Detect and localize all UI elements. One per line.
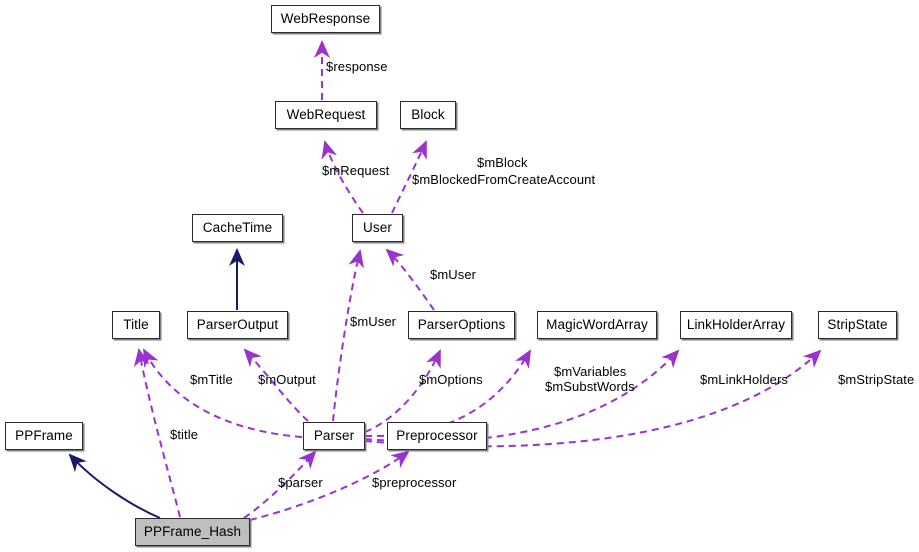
edge-label-title-attr: $title (170, 427, 199, 442)
class-node-parser[interactable]: Parser (303, 422, 365, 450)
class-node-label: Preprocessor (396, 428, 478, 444)
class-node-parseroutput[interactable]: ParserOutput (187, 311, 288, 339)
class-node-title[interactable]: Title (112, 311, 160, 339)
edge-label-response: $response (326, 59, 388, 74)
edge-label-mvariables: $mVariables (554, 364, 627, 379)
class-node-label: ParserOptions (417, 317, 506, 333)
class-node-label: StripState (827, 317, 888, 333)
edge-parser-magicwordarray (364, 349, 532, 438)
class-node-ppframe_hash[interactable]: PPFrame_Hash (135, 518, 250, 546)
class-node-linkholderarray[interactable]: LinkHolderArray (680, 311, 792, 339)
edge-label-muser-left: $mUser (350, 314, 397, 329)
class-node-label: Block (411, 107, 445, 123)
class-node-label: User (363, 220, 392, 236)
class-node-label: CacheTime (202, 220, 273, 236)
edge-label-mlinkholders: $mLinkHolders (700, 372, 789, 387)
edge-parser-parseroutput (243, 348, 309, 422)
class-node-label: Title (123, 317, 149, 333)
class-node-webrequest[interactable]: WebRequest (275, 101, 377, 129)
edge-label-mrequest: $mRequest (322, 163, 390, 178)
class-node-label: WebResponse (280, 11, 371, 27)
class-node-ppframe[interactable]: PPFrame (5, 422, 83, 450)
class-node-stripstate[interactable]: StripState (818, 311, 897, 339)
class-node-magicwordarray[interactable]: MagicWordArray (537, 311, 657, 339)
class-node-label: LinkHolderArray (686, 317, 786, 333)
edge-label-msubstwords: $mSubstWords (545, 379, 635, 394)
inheritance-edges (68, 248, 245, 519)
edge-parser-parseroptions (364, 349, 441, 433)
edge-user-webrequest (321, 140, 364, 214)
class-node-label: ParserOutput (196, 317, 279, 333)
edge-ppframehash-title (133, 348, 181, 518)
edge-parser-user (332, 249, 364, 422)
edge-parser-title (143, 348, 303, 438)
class-node-parseroptions[interactable]: ParserOptions (408, 311, 515, 339)
edge-label-preprocessor-attr: $preprocessor (372, 475, 457, 490)
edge-parseroptions-user (385, 248, 435, 311)
class-node-preprocessor[interactable]: Preprocessor (387, 422, 487, 450)
class-node-user[interactable]: User (352, 214, 403, 242)
edge-label-mblockedfromcreateacct: $mBlockedFromCreateAccount (412, 172, 596, 187)
edge-label-mstripstate: $mStripState (838, 372, 915, 387)
edge-ppframehash-parser (243, 450, 317, 519)
edge-user-block (391, 140, 427, 214)
edge-label-parser-attr: $parser (278, 475, 323, 490)
edge-label-moptions: $mOptions (419, 372, 483, 387)
edge-label-moutput: $mOutput (258, 372, 316, 387)
class-node-label: PPFrame_Hash (143, 524, 242, 540)
class-node-block[interactable]: Block (400, 101, 456, 129)
class-node-label: WebRequest (286, 107, 366, 123)
edge-label-mtitle: $mTitle (190, 372, 233, 387)
edge-label-mblock: $mBlock (477, 155, 528, 170)
class-node-cachetime[interactable]: CacheTime (192, 214, 283, 242)
class-node-label: PPFrame (15, 428, 73, 444)
class-node-webresponse[interactable]: WebResponse (271, 5, 380, 33)
edge-ppframehash-preprocessor (249, 450, 410, 521)
class-node-label: Parser (313, 428, 355, 444)
class-node-label: MagicWordArray (546, 317, 648, 333)
edge-label-muser-right: $mUser (430, 267, 477, 282)
edge-ppframehash-ppframe (68, 453, 161, 519)
